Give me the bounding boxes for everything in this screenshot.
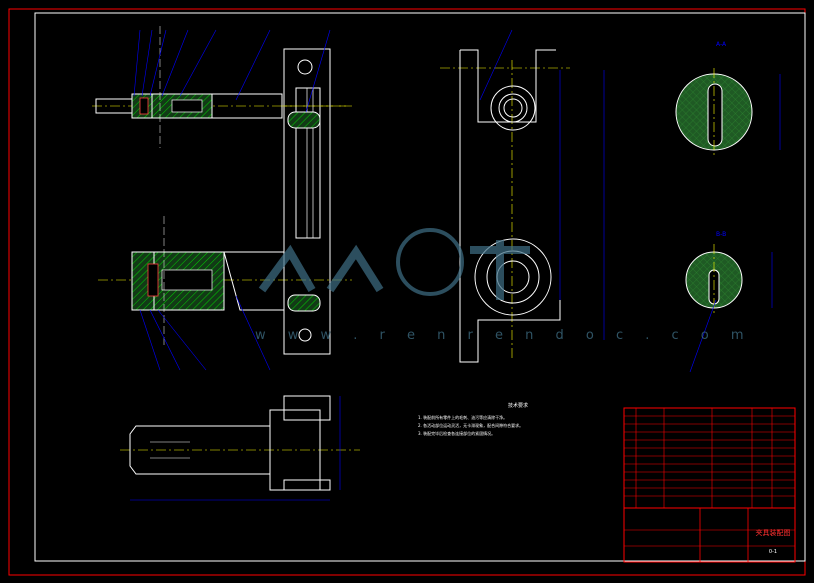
drawing-name: 夹具装配图 bbox=[755, 529, 791, 537]
section-b-label: B-B bbox=[716, 231, 726, 238]
title-block bbox=[623, 407, 796, 563]
watermark-text: w w w . r e n r e n d o c . c o m bbox=[255, 328, 753, 343]
note-line: 1. 装配前所有零件上的毛刺、油污等应清除干净。 bbox=[418, 415, 508, 420]
side-view bbox=[440, 49, 605, 363]
inner-frame bbox=[34, 12, 806, 562]
drawing-code: 0-1 bbox=[768, 549, 778, 555]
technical-notes: 技术要求 1. 装配前所有零件上的毛刺、油污等应清除干净。 2. 各活动部位运动… bbox=[418, 402, 608, 438]
front-view-lower-pin bbox=[98, 216, 352, 346]
notes-title: 技术要求 bbox=[507, 403, 528, 409]
front-view-clamp-body bbox=[282, 48, 348, 355]
note-line: 2. 各活动部位运动灵活，无卡滞现象，配合间隙符合要求。 bbox=[418, 423, 524, 428]
watermark-logo bbox=[258, 228, 530, 300]
front-view-upper-pin bbox=[92, 26, 352, 148]
part-leaders bbox=[133, 29, 717, 373]
section-view-a: A-A bbox=[675, 41, 781, 158]
top-view bbox=[120, 395, 360, 501]
section-view-b: B-B bbox=[685, 231, 773, 316]
note-line: 3. 装配完毕后检查各连接部位的紧固情况。 bbox=[418, 431, 496, 436]
section-a-label: A-A bbox=[716, 41, 727, 48]
